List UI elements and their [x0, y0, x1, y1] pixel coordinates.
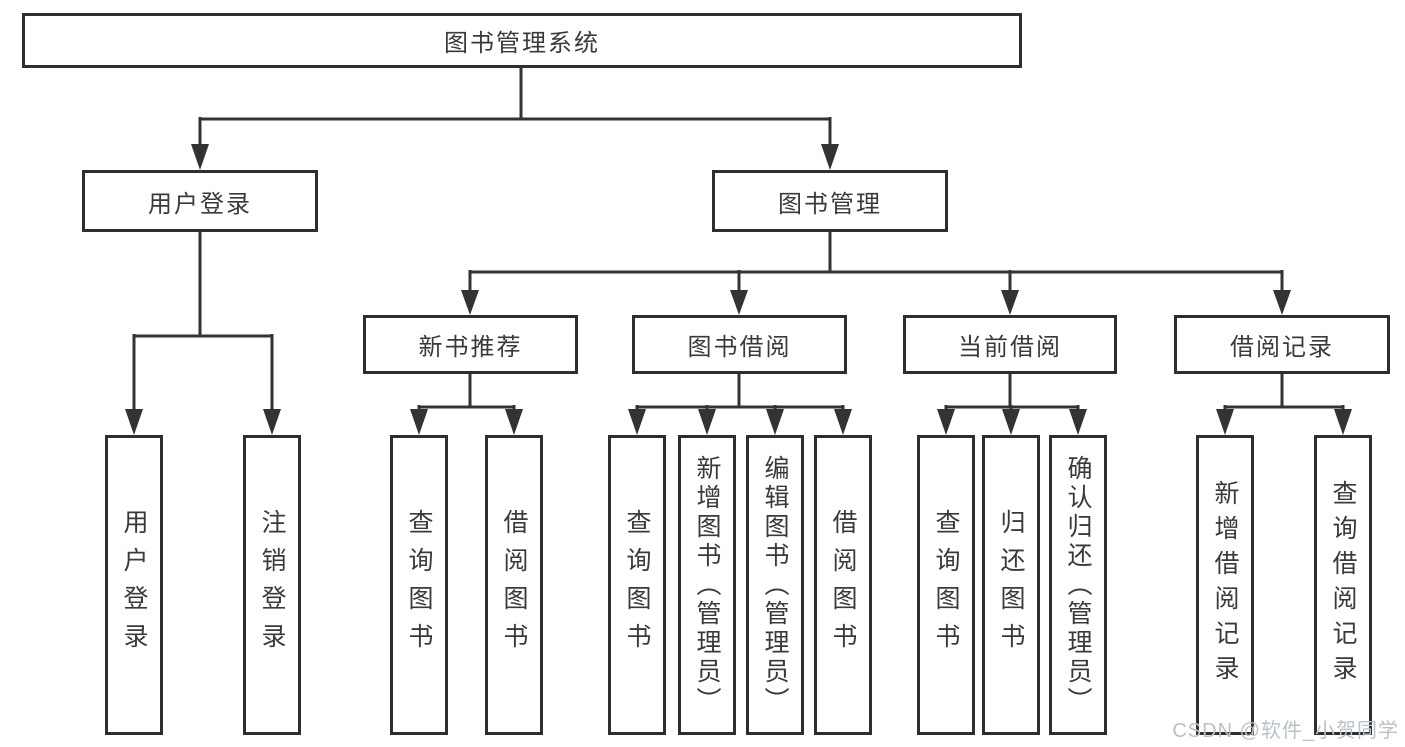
- leaf-edit-books-admin: 编辑图书（管理员）: [746, 435, 804, 735]
- leaf-return-books: 归还图书: [982, 435, 1040, 735]
- leaf-current-query-books: 查询图书: [917, 435, 975, 735]
- leaf-confirm-return-admin: 确认归还（管理员）: [1049, 435, 1107, 735]
- leaf-add-borrow-record: 新增借阅记录: [1196, 435, 1254, 735]
- node-book-borrow: 图书借阅: [632, 315, 847, 374]
- leaf-user-login: 用户登录: [105, 435, 163, 735]
- node-current-borrow: 当前借阅: [903, 315, 1117, 374]
- leaf-query-borrow-record: 查询借阅记录: [1314, 435, 1372, 735]
- node-borrow-records: 借阅记录: [1174, 315, 1390, 374]
- leaf-borrow-query-books: 查询图书: [608, 435, 666, 735]
- leaf-recommend-query-books: 查询图书: [390, 435, 448, 735]
- node-user-login: 用户登录: [82, 170, 318, 232]
- csdn-watermark: CSDN @软件_小贺同学: [1172, 720, 1399, 742]
- leaf-borrow-books: 借阅图书: [814, 435, 872, 735]
- node-book-management: 图书管理: [712, 170, 948, 232]
- node-new-book-recommend: 新书推荐: [363, 315, 578, 374]
- leaf-add-books-admin: 新增图书（管理员）: [678, 435, 736, 735]
- leaf-recommend-borrow-books: 借阅图书: [485, 435, 543, 735]
- node-root: 图书管理系统: [22, 13, 1022, 68]
- leaf-logout-login: 注销登录: [243, 435, 301, 735]
